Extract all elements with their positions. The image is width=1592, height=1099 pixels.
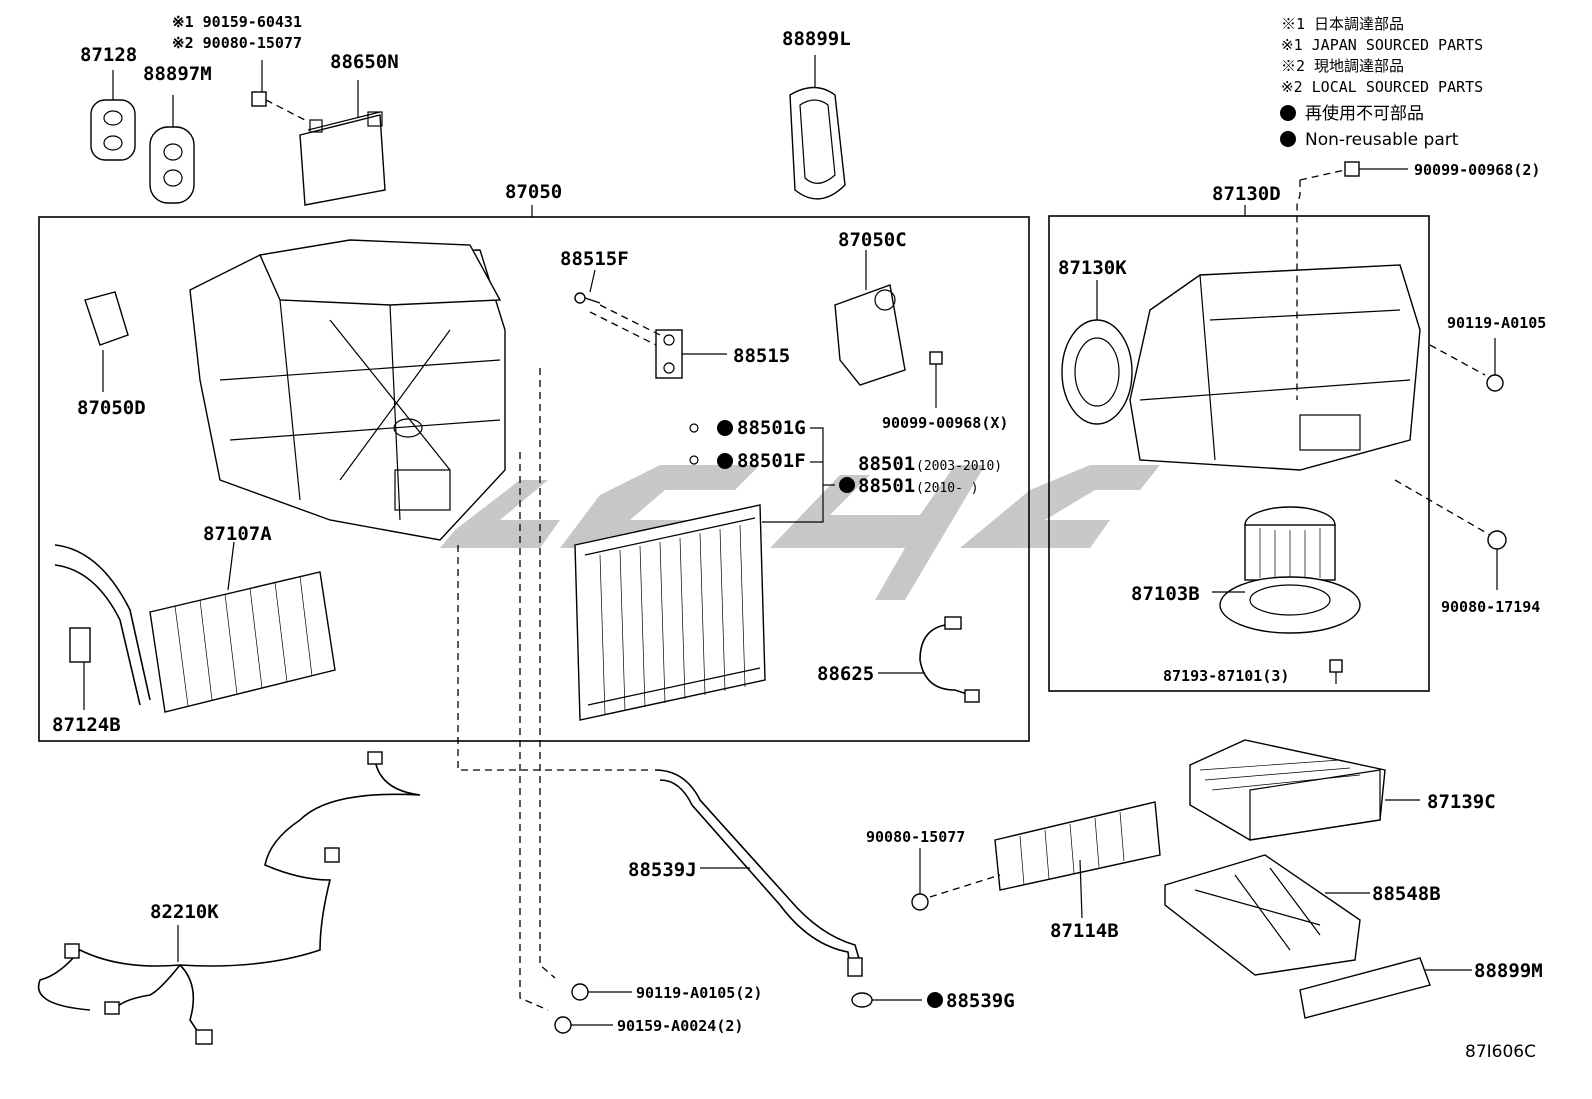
- legend-dot-icon: [1280, 131, 1296, 147]
- label-note-1: ※1 90159-60431: [172, 13, 302, 31]
- cover-88899L-icon: [789, 55, 846, 200]
- label-88501-b: 88501: [858, 475, 915, 497]
- label-82210K: 82210K: [150, 901, 219, 923]
- legend-line-1: ※1 日本調達部品: [1281, 15, 1404, 33]
- non-reusable-dot-icon: [839, 477, 855, 493]
- blower-motor-87103B-icon: [1212, 506, 1361, 634]
- label-87050: 87050: [505, 181, 562, 203]
- blower-case-87130D-icon: [1129, 264, 1421, 471]
- label-88501F: 88501F: [737, 450, 806, 472]
- sensor-harness-88625-icon: [878, 616, 980, 703]
- label-88501G: 88501G: [737, 417, 806, 439]
- label-88515F: 88515F: [560, 248, 629, 270]
- bolt-90119-icon: [1486, 338, 1504, 392]
- hvac-case-87050-icon: [189, 239, 506, 541]
- grommet-88539G-icon: [851, 992, 922, 1008]
- label-88501-a-years: (2003-2010): [916, 459, 1002, 474]
- nut-90080-17194-icon: [1487, 530, 1507, 590]
- actuator-87050C-icon: [834, 250, 943, 408]
- grommet-87128-icon: [90, 70, 136, 161]
- non-reusable-dot-icon: [717, 453, 733, 469]
- label-87139C: 87139C: [1427, 791, 1496, 813]
- watermark-logo: [440, 465, 1160, 600]
- filter-case-88548B-icon: [1164, 854, 1370, 976]
- label-87050C: 87050C: [838, 229, 907, 251]
- label-87107A: 87107A: [203, 523, 272, 545]
- label-note-2: ※2 90080-15077: [172, 34, 302, 52]
- label-88899M: 88899M: [1474, 960, 1543, 982]
- label-87193-87101: 87193-87101(3): [1163, 667, 1289, 685]
- legend-line-4: ※2 LOCAL SOURCED PARTS: [1281, 78, 1483, 96]
- bolt-90159-A0024-2-icon: [554, 1016, 613, 1034]
- legend-line-5: 再使用不可部品: [1305, 103, 1424, 124]
- label-87128: 87128: [80, 44, 137, 66]
- label-87114B: 87114B: [1050, 920, 1119, 942]
- assembly-box-87130D: [1048, 215, 1430, 692]
- label-88897M: 88897M: [143, 63, 212, 85]
- wire-harness-82210K-icon: [37, 751, 421, 1045]
- label-88899L: 88899L: [782, 28, 851, 50]
- cover-88899M-icon: [1299, 957, 1472, 1019]
- non-reusable-dot-icon: [717, 420, 733, 436]
- legend-line-6: Non-reusable part: [1305, 130, 1459, 150]
- screw-90099-icon: [1344, 161, 1408, 177]
- bolt-90119-A0105-2-icon: [571, 983, 632, 1001]
- drain-hose-88539J-icon: [654, 769, 863, 977]
- label-90099-00968-X: 90099-00968(X): [882, 414, 1008, 432]
- label-88539J: 88539J: [628, 859, 697, 881]
- clip-87124B-icon: [69, 627, 91, 710]
- label-88515: 88515: [733, 345, 790, 367]
- legend-line-3: ※2 現地調達部品: [1281, 57, 1404, 75]
- screw-87193-icon: [1329, 659, 1343, 684]
- evaporator-88501-icon: [574, 427, 835, 721]
- ecu-88650N-icon: [299, 80, 386, 206]
- label-87124B: 87124B: [52, 714, 121, 736]
- label-87103B: 87103B: [1131, 583, 1200, 605]
- actuator-87050D-icon: [84, 291, 129, 392]
- heater-core-87107A-icon: [54, 541, 336, 713]
- screw-90080-15077-icon: [911, 848, 929, 911]
- label-88539G: 88539G: [946, 990, 1015, 1012]
- label-87130K: 87130K: [1058, 257, 1127, 279]
- screw-90159-icon: [251, 60, 306, 121]
- label-87050D: 87050D: [77, 397, 146, 419]
- label-90080-15077: 90080-15077: [866, 828, 965, 846]
- label-90119-A0105: 90119-A0105: [1447, 314, 1546, 332]
- label-90159-A0024-2: 90159-A0024(2): [617, 1017, 743, 1035]
- label-90099-00968-2: 90099-00968(2): [1414, 161, 1540, 179]
- label-88501-b-years: (2010- ): [916, 481, 979, 496]
- label-88625: 88625: [817, 663, 874, 685]
- label-87130D: 87130D: [1212, 183, 1281, 205]
- blower-door-87130K-icon: [1061, 280, 1133, 425]
- assembly-box-87050: [38, 216, 1030, 742]
- legend: ※1 日本調達部品 ※1 JAPAN SOURCED PARTS ※2 現地調達…: [1281, 15, 1483, 150]
- expansion-valve-88515-icon: [655, 329, 727, 379]
- label-88548B: 88548B: [1372, 883, 1441, 905]
- label-88501-a: 88501: [858, 453, 915, 475]
- air-filter-87139C-icon: [1189, 739, 1420, 841]
- label-88650N: 88650N: [330, 51, 399, 73]
- diagram-code: 87I606C: [1465, 1042, 1536, 1062]
- bolt-88515F-icon: [574, 269, 661, 346]
- o-ring-icon: [689, 423, 699, 433]
- grommet-88897M-icon: [149, 95, 195, 204]
- filter-frame-87114B-icon: [994, 801, 1161, 919]
- label-90119-A0105-2: 90119-A0105(2): [636, 984, 762, 1002]
- legend-line-2: ※1 JAPAN SOURCED PARTS: [1281, 36, 1483, 54]
- non-reusable-dot-icon: [927, 992, 943, 1008]
- o-ring-icon: [689, 455, 699, 465]
- legend-dot-icon: [1280, 105, 1296, 121]
- label-90080-17194: 90080-17194: [1441, 598, 1540, 616]
